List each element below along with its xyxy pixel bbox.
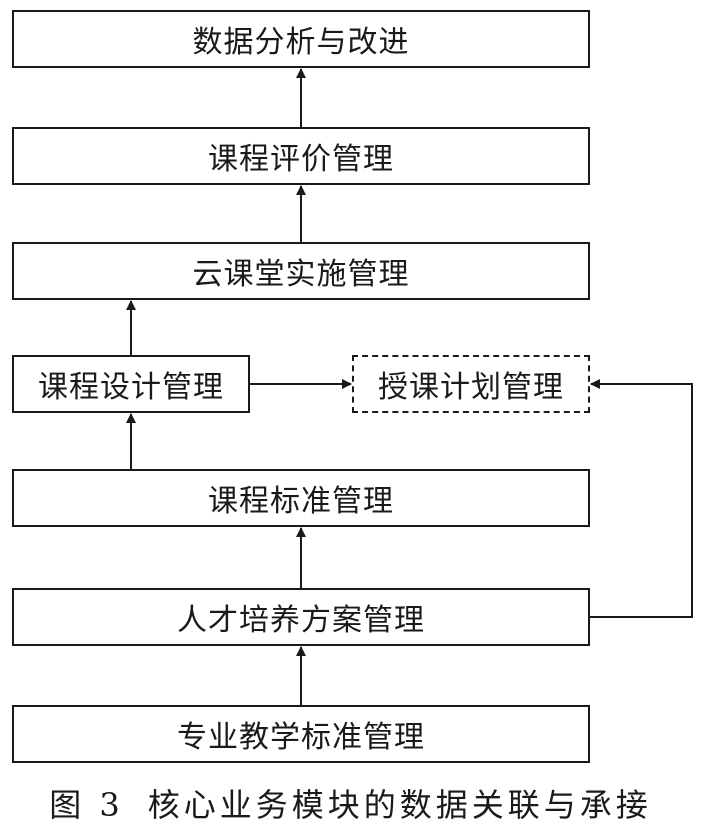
major-standard-label: 专业教学标准管理 [177, 720, 425, 755]
data-analysis-box: 数据分析与改进 [12, 10, 590, 68]
arrow-talent-plan-to-teaching-plan [590, 379, 693, 618]
cloud-class-label: 云课堂实施管理 [192, 257, 410, 292]
cloud-class-box: 云课堂实施管理 [12, 242, 590, 300]
course-standard-box: 课程标准管理 [12, 469, 590, 527]
talent-plan-box: 人才培养方案管理 [12, 588, 590, 646]
major-standard-box: 专业教学标准管理 [12, 705, 590, 763]
teaching-plan-box: 授课计划管理 [352, 355, 590, 413]
course-design-label: 课程设计管理 [38, 370, 224, 405]
figure-caption: 图 3 核心业务模块的数据关联与承接 [0, 780, 701, 825]
figure-title: 核心业务模块的数据关联与承接 [147, 786, 652, 824]
course-evaluation-label: 课程评价管理 [208, 142, 394, 177]
data-analysis-label: 数据分析与改进 [192, 25, 410, 60]
figure-number: 图 3 [49, 786, 124, 824]
course-evaluation-box: 课程评价管理 [12, 127, 590, 185]
teaching-plan-label: 授课计划管理 [378, 370, 564, 405]
course-design-box: 课程设计管理 [12, 355, 250, 413]
talent-plan-label: 人才培养方案管理 [177, 603, 425, 638]
course-standard-label: 课程标准管理 [208, 484, 394, 519]
